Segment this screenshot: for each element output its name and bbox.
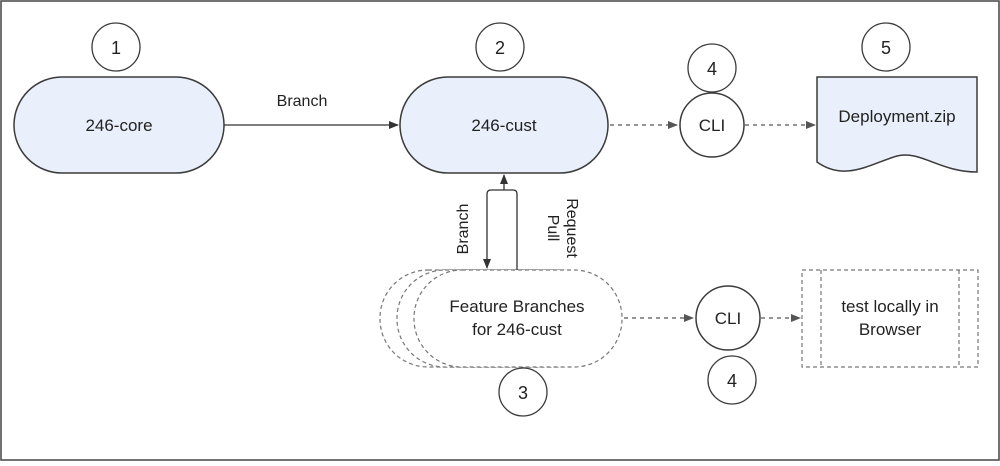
step-number-4-top-text: 4: [707, 59, 717, 79]
node-cli-bottom: CLI: [695, 285, 761, 351]
edge-cust-to-feature: Branch: [455, 189, 504, 269]
step-number-1-circle: [91, 22, 141, 72]
edge-pull-request-label-line1: Pull: [544, 215, 561, 242]
document-icon: [816, 76, 978, 173]
browser-label-line2: Browser: [859, 320, 922, 339]
cli-top-label: CLI: [699, 116, 725, 135]
feature-label-line1: Feature Branches: [449, 297, 584, 316]
step-number-3-text: 3: [518, 383, 528, 403]
step-number-4-top: 4: [687, 43, 737, 93]
node-246-cust-label: 246-cust: [471, 116, 536, 135]
cli-bottom-circle: [695, 285, 761, 351]
browser-label-line1: test locally in: [841, 297, 938, 316]
node-feature-branches: Feature Branches for 246-cust: [379, 269, 623, 368]
step-number-5: 5: [861, 22, 911, 72]
edge-branch-vertical-label: Branch: [455, 204, 472, 255]
step-number-4-bottom: 4: [707, 355, 757, 405]
step-number-3-circle: [498, 367, 548, 417]
step-number-2: 2: [475, 22, 525, 72]
step-number-3: 3: [498, 367, 548, 417]
step-number-4-top-circle: [687, 43, 737, 93]
edge-feature-to-cust-line: [500, 174, 518, 270]
step-number-5-text: 5: [881, 38, 891, 58]
node-246-cust-shape: [399, 76, 609, 174]
browser-box: [801, 269, 979, 368]
edge-pull-request-label-line2: Request: [563, 198, 580, 258]
edge-core-to-cust: Branch: [224, 93, 399, 129]
cli-bottom-label: CLI: [715, 309, 741, 328]
edge-branch-top-label: Branch: [277, 93, 328, 110]
step-number-4-bottom-text: 4: [727, 371, 737, 391]
edge-cust-to-feature-line: [483, 189, 504, 269]
step-number-2-circle: [475, 22, 525, 72]
step-number-1: 1: [91, 22, 141, 72]
node-cli-top: CLI: [679, 92, 745, 158]
feature-stack-front: [413, 269, 623, 368]
node-246-core-label: 246-core: [85, 116, 152, 135]
node-246-core: 246-core: [13, 76, 225, 174]
step-number-4-bottom-circle: [707, 355, 757, 405]
step-number-5-circle: [861, 22, 911, 72]
edge-feature-to-cust: Pull Request: [500, 174, 580, 270]
feature-label-line2: for 246-cust: [472, 320, 562, 339]
cli-top-circle: [679, 92, 745, 158]
node-browser-test: test locally in Browser: [801, 269, 979, 368]
node-deployment-zip: Deployment.zip: [816, 76, 978, 173]
step-number-1-text: 1: [111, 38, 121, 58]
step-number-2-text: 2: [495, 38, 505, 58]
node-246-cust: 246-cust: [399, 76, 609, 174]
deployment-label: Deployment.zip: [838, 107, 955, 126]
